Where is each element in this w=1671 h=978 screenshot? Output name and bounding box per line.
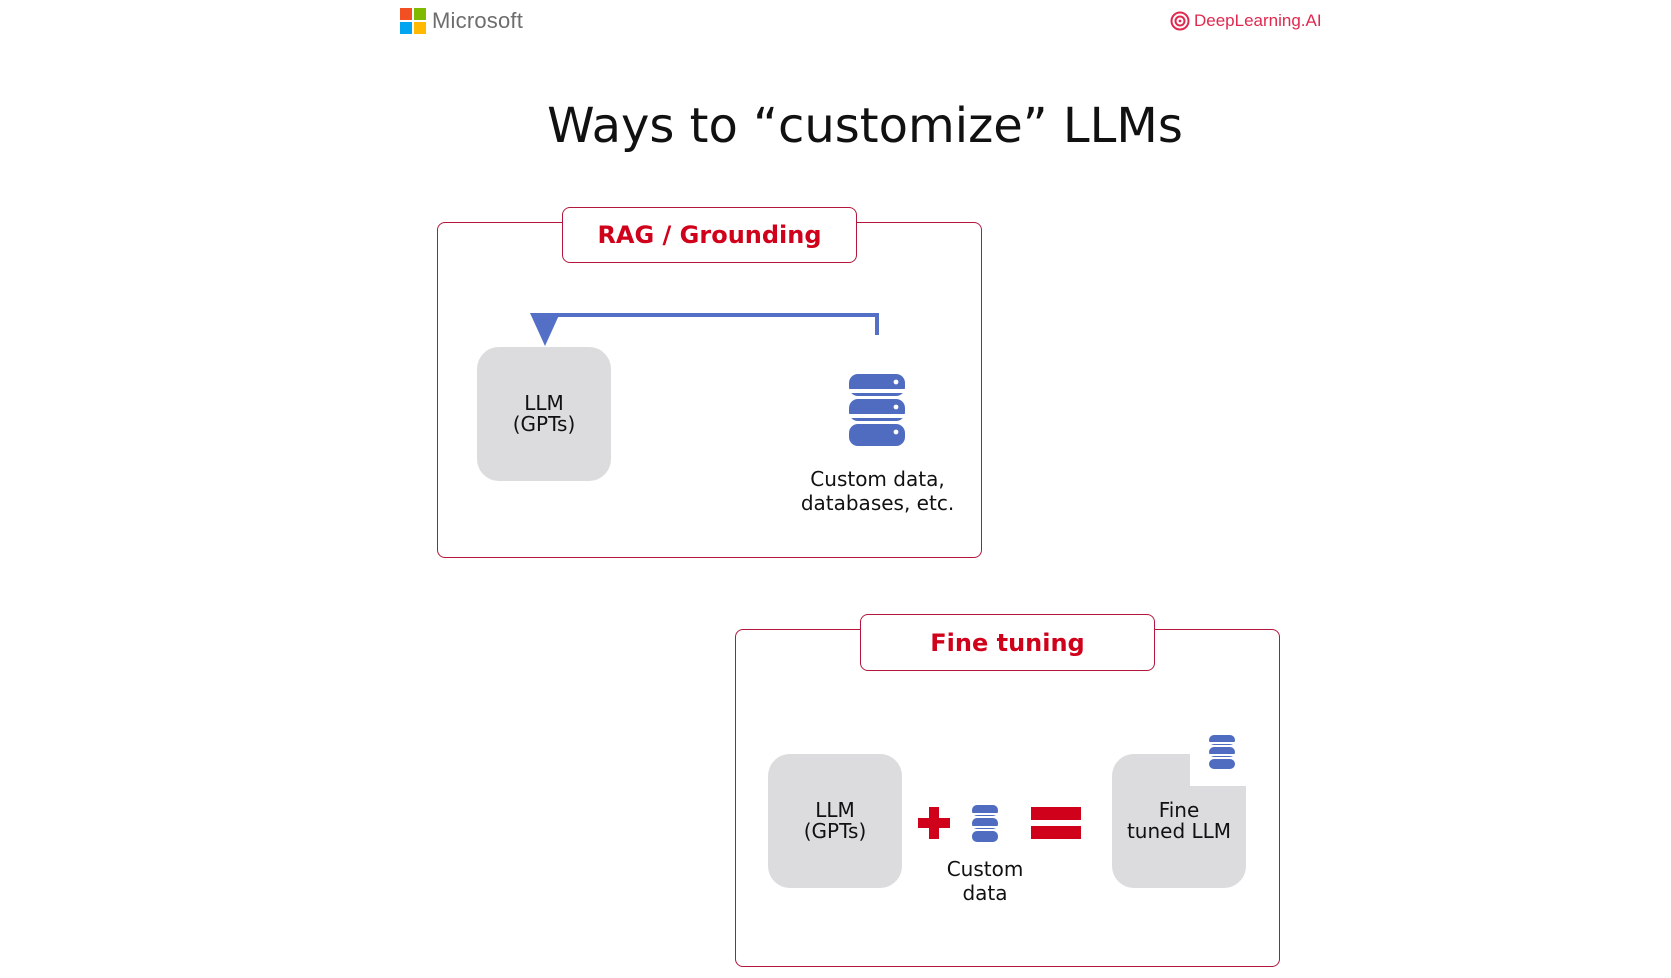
plus-icon [918, 807, 950, 839]
fine-tuning-tab: Fine tuning [860, 614, 1155, 671]
custom-data-icon [972, 805, 998, 842]
rag-tab: RAG / Grounding [562, 207, 857, 263]
fine-tuning-llm-box: LLM (GPTs) [768, 754, 902, 888]
fine-tuning-data-caption: Custom data [946, 857, 1024, 905]
microsoft-icon [400, 8, 426, 34]
microsoft-logo: Microsoft [400, 6, 523, 36]
page-title: Ways to “customize” LLMs [547, 98, 1183, 154]
rag-data-caption: Custom data, databases, etc. [800, 467, 955, 515]
database-icon [849, 374, 905, 446]
rag-retrieval-arrow [530, 313, 879, 346]
deeplearning-label: DeepLearning.AI [1194, 11, 1322, 30]
microsoft-label: Microsoft [432, 8, 524, 33]
equals-icon [1031, 807, 1081, 839]
rag-llm-box: LLM (GPTs) [477, 347, 611, 481]
deeplearning-icon [1170, 11, 1190, 31]
deeplearning-logo: DeepLearning.AI [1170, 8, 1322, 34]
small-database-icon [1209, 735, 1235, 769]
fine-tuned-llm-label: Fine tuned LLM [1126, 798, 1232, 843]
